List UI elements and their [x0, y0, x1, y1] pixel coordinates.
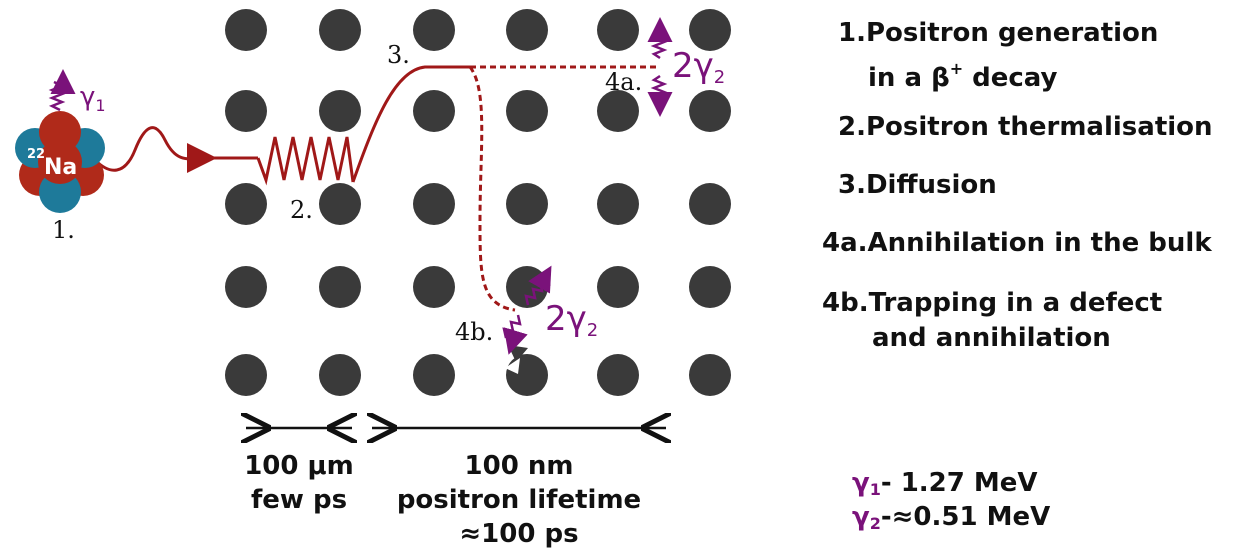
lattice-atom	[225, 266, 267, 308]
lattice-atom	[413, 9, 455, 51]
nucleus-mass-number: 22	[27, 147, 45, 162]
scale-right-line2: positron lifetime	[397, 485, 641, 515]
gamma2-top-label: 2γ2	[672, 46, 725, 88]
lattice-atom	[597, 354, 639, 396]
lattice-atom	[413, 90, 455, 132]
lattice	[225, 9, 731, 396]
lattice-atom	[597, 266, 639, 308]
lattice-atom	[506, 183, 548, 225]
stage-label-4b: 4b.	[455, 318, 493, 346]
lattice-atom	[225, 354, 267, 396]
lattice-atom	[319, 9, 361, 51]
lattice-atom	[689, 183, 731, 225]
lattice-atom	[597, 9, 639, 51]
lattice-atom	[506, 9, 548, 51]
gamma1-label: γ1	[80, 82, 106, 115]
stage-label-3: 3.	[387, 41, 410, 69]
scale-left-line1: 100 μm	[244, 451, 354, 481]
scale-right-line1: 100 nm	[465, 451, 574, 481]
gamma2-bottom-emission	[502, 265, 552, 355]
lattice-atom	[689, 9, 731, 51]
lattice-atom	[413, 266, 455, 308]
gamma2-top-emission	[647, 17, 673, 117]
lattice-atom	[225, 9, 267, 51]
trap-path-dashed	[468, 66, 516, 312]
lattice-atom	[506, 354, 548, 396]
lattice-atom	[319, 266, 361, 308]
gamma1-emission	[48, 69, 76, 112]
lattice-atom	[597, 183, 639, 225]
lattice-atom	[225, 90, 267, 132]
lattice-atom	[506, 90, 548, 132]
lattice-atom	[319, 354, 361, 396]
stage-label-2: 2.	[290, 196, 313, 224]
lattice-atom	[319, 183, 361, 225]
lattice-atom	[413, 354, 455, 396]
gamma2-bottom-label: 2γ2	[545, 299, 598, 341]
stage-label-1: 1.	[52, 216, 75, 244]
lattice-atom	[225, 183, 267, 225]
sodium-nucleus: 22 Na	[15, 111, 105, 213]
lattice-atom	[689, 266, 731, 308]
lattice-atom	[319, 90, 361, 132]
lattice-atom	[689, 354, 731, 396]
nucleus-symbol: Na	[44, 155, 77, 180]
lattice-atom	[413, 183, 455, 225]
lattice-atom	[689, 90, 731, 132]
lattice-atom	[597, 90, 639, 132]
scale-left-line2: few ps	[251, 485, 347, 515]
scale-right-line3: ≈100 ps	[459, 519, 578, 549]
incoming-wave	[93, 126, 201, 172]
stage-label-4a: 4a.	[605, 68, 642, 96]
diffusion-curve	[351, 65, 470, 183]
thermalisation-zigzag	[256, 136, 355, 186]
positron-path	[93, 65, 660, 312]
